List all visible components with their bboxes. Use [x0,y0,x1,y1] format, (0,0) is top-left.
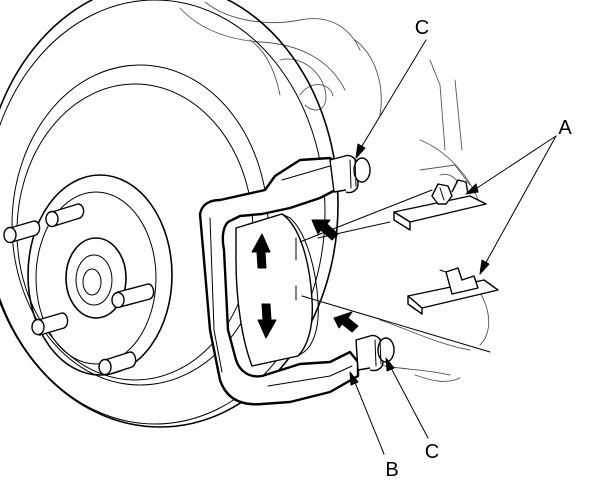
wheel-stud [3,220,41,244]
callout-c-bottom: C [425,441,439,463]
arrow-up-icon [251,233,271,269]
guide-pin-boot-top [329,154,371,194]
arrow-diagonal-up-icon [311,219,339,241]
wheel-stud [45,203,85,228]
arrow-diagonal-down-icon [333,311,359,333]
callout-a: A [558,117,572,139]
center-bore [65,237,127,319]
guide-lines [299,189,491,353]
wheel-studs [3,203,155,376]
wheel-stud [111,283,155,309]
arrow-down-icon [257,303,277,339]
wheel-stud [31,312,69,336]
callout-b: B [385,459,398,481]
brake-pad [235,213,319,367]
callout-leaders [349,39,557,455]
pad-retainer-lower [407,267,499,315]
pad-retainer-upper [393,179,487,231]
guide-pin-boot-bottom [355,334,395,372]
wheel-stud [98,351,137,376]
callout-c-top: C [415,17,429,39]
hub-face [27,174,173,376]
